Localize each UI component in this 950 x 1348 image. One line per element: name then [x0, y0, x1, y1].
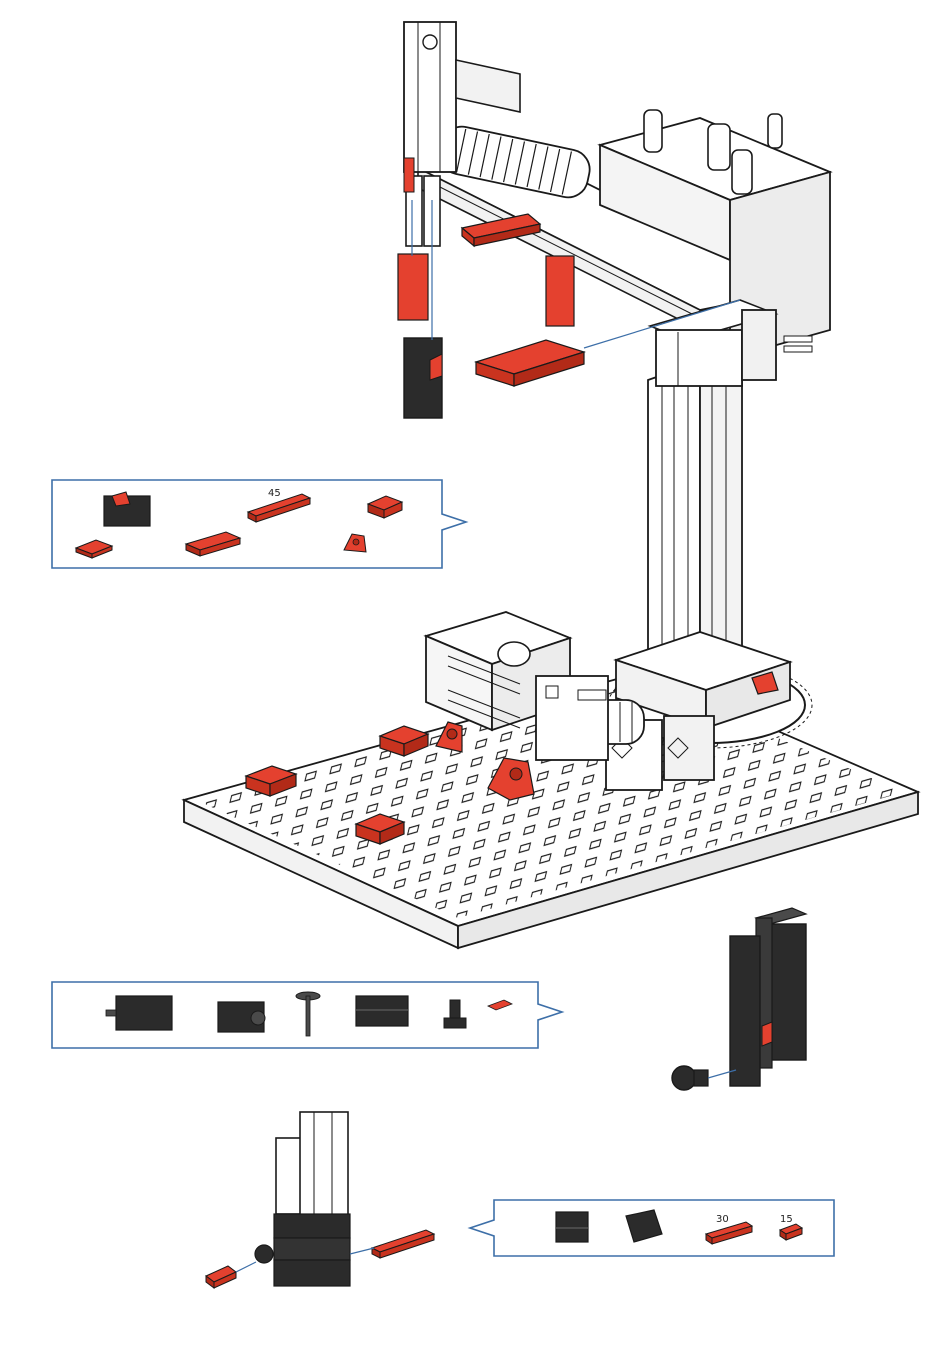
callout-middle-gearbox	[218, 1002, 265, 1032]
callout-middle-motor	[106, 996, 172, 1030]
rail-15-length-label: 15	[780, 1214, 793, 1225]
callout-bottom: 30 15	[470, 1200, 834, 1256]
callout-bottom-black-block-double	[556, 1212, 588, 1242]
sub-block-red-rail-left	[206, 1266, 236, 1288]
vertical-tower-assembly	[648, 362, 742, 668]
rail-30-length-label: 30	[716, 1214, 729, 1225]
arm-mini-switch	[404, 338, 442, 418]
callout-top: 45	[52, 480, 466, 568]
callout-middle-black-building-block	[356, 996, 408, 1026]
rail-long-length-label: 45	[268, 488, 281, 499]
sub-assembly-block-column	[206, 1112, 434, 1288]
sub-assembly-motor-column	[672, 908, 806, 1090]
horizontal-arm-assembly	[398, 22, 830, 418]
callout-middle	[52, 982, 562, 1048]
callout-top-mini-switch	[104, 492, 150, 526]
red-hinge-stand-1	[436, 722, 462, 752]
sub-block-red-rail-right	[372, 1230, 434, 1258]
